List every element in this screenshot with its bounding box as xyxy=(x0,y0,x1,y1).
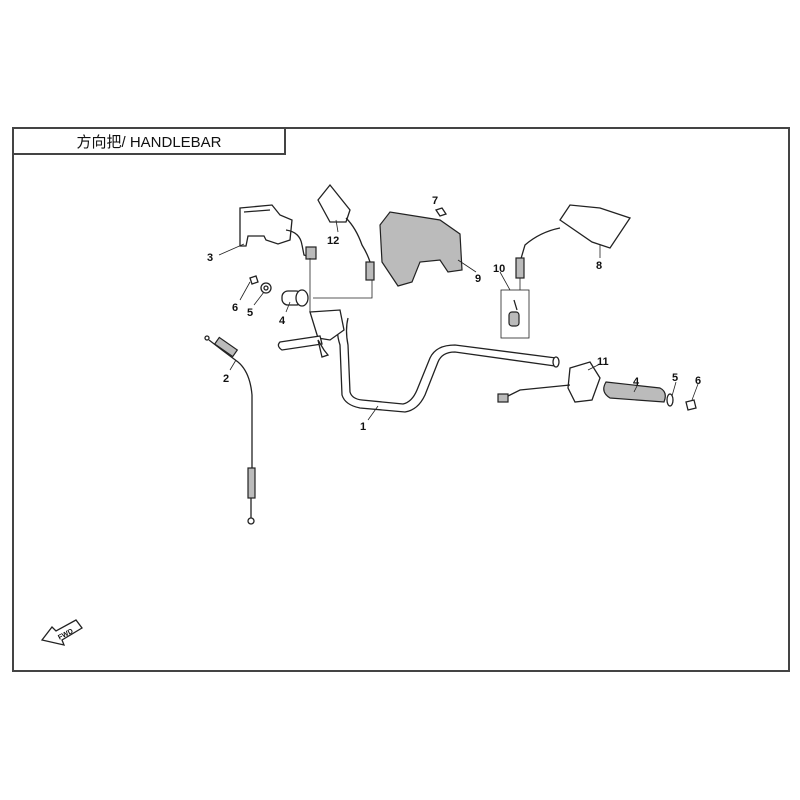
callout-3: 3 xyxy=(207,252,213,264)
part-right-mirror xyxy=(515,204,632,290)
callout-4-left: 4 xyxy=(279,315,286,327)
part-throttle-cable xyxy=(204,335,256,525)
callout-7: 7 xyxy=(432,195,438,207)
part-hand-guard xyxy=(379,207,463,287)
part-left-lever-assembly xyxy=(277,258,373,358)
part-right-grip-set xyxy=(603,381,697,411)
part-handlebar xyxy=(336,317,560,413)
part-right-switch xyxy=(497,361,601,403)
callout-5-right: 5 xyxy=(672,372,678,384)
callout-5-left: 5 xyxy=(247,307,253,319)
diagram-frame xyxy=(12,127,790,672)
forward-direction-arrow-icon: FWD xyxy=(40,619,83,646)
callout-8: 8 xyxy=(596,260,602,272)
diagram-title: 方向把/ HANDLEBAR xyxy=(12,127,286,155)
callout-6-left: 6 xyxy=(232,302,238,314)
callout-9: 9 xyxy=(475,273,481,285)
part-clamp xyxy=(500,289,530,339)
callout-6-right: 6 xyxy=(695,375,701,387)
part-master-cylinder xyxy=(239,204,317,260)
callout-12: 12 xyxy=(327,235,339,247)
leader-lines xyxy=(218,219,699,421)
callout-4-right: 4 xyxy=(633,376,640,388)
callout-11: 11 xyxy=(597,356,609,368)
callout-1: 1 xyxy=(360,421,366,433)
callout-10: 10 xyxy=(493,263,505,275)
part-left-mirror xyxy=(317,183,375,281)
callout-2: 2 xyxy=(223,373,229,385)
part-left-grip-set xyxy=(249,275,309,307)
